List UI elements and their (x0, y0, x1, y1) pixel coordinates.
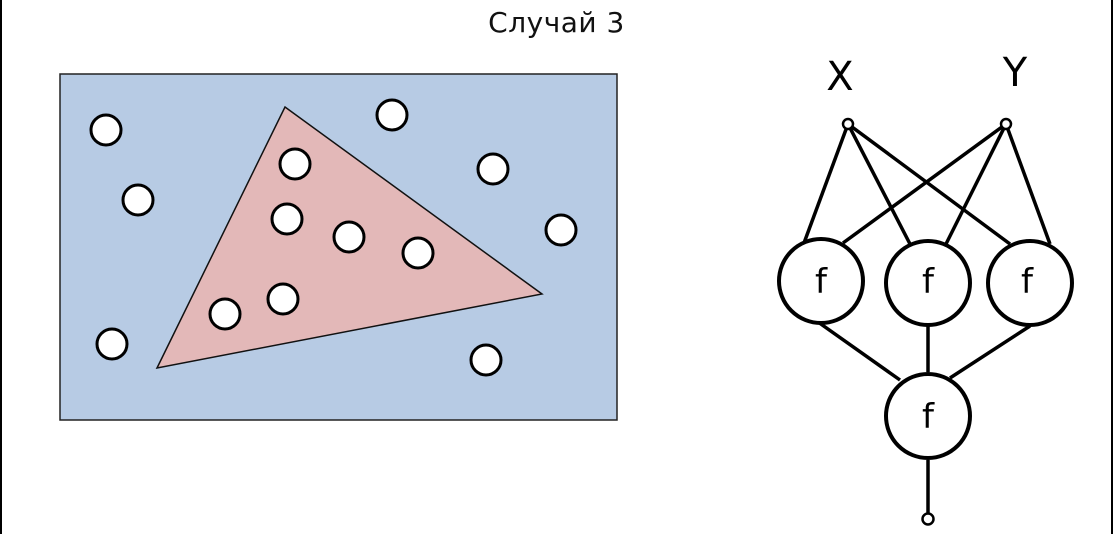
neural-network: X Y f f f (777, 50, 1074, 526)
hidden-node-label: f (815, 262, 828, 302)
data-point (95, 327, 129, 361)
data-point (476, 152, 510, 186)
output-node-label: f (922, 397, 935, 437)
input-label-x: X (826, 54, 853, 100)
edge (841, 122, 1008, 245)
input-edges (802, 122, 1052, 247)
data-point (208, 297, 242, 331)
data-point (375, 98, 409, 132)
output-node (884, 372, 972, 460)
data-point (89, 113, 123, 147)
data-point (332, 220, 366, 254)
inside-points (208, 147, 435, 331)
hidden-node (884, 239, 972, 327)
data-point (278, 147, 312, 181)
edge (816, 320, 902, 382)
edge (1004, 123, 1052, 245)
input-node-x (841, 117, 855, 131)
edge (949, 324, 1031, 380)
edge (943, 123, 1008, 247)
data-point (401, 236, 435, 270)
scatter-panel (59, 73, 618, 421)
hidden-node (986, 239, 1074, 327)
input-label-y: Y (1002, 50, 1028, 96)
edge (846, 122, 1012, 246)
data-point (544, 213, 578, 247)
figure-title: Случай 3 (488, 6, 625, 39)
input-node-y (999, 117, 1013, 131)
hidden-edges (816, 320, 1031, 513)
data-point (266, 282, 300, 316)
data-point (121, 183, 155, 217)
data-point (469, 343, 503, 377)
output-terminal (921, 512, 935, 526)
hidden-node (777, 237, 865, 325)
data-point (270, 202, 304, 236)
edge (802, 123, 850, 244)
edge (846, 123, 912, 245)
outside-points (89, 98, 578, 377)
hidden-node-label: f (1021, 262, 1034, 302)
hidden-layer: f f f (777, 237, 1074, 327)
hidden-node-label: f (922, 262, 935, 302)
